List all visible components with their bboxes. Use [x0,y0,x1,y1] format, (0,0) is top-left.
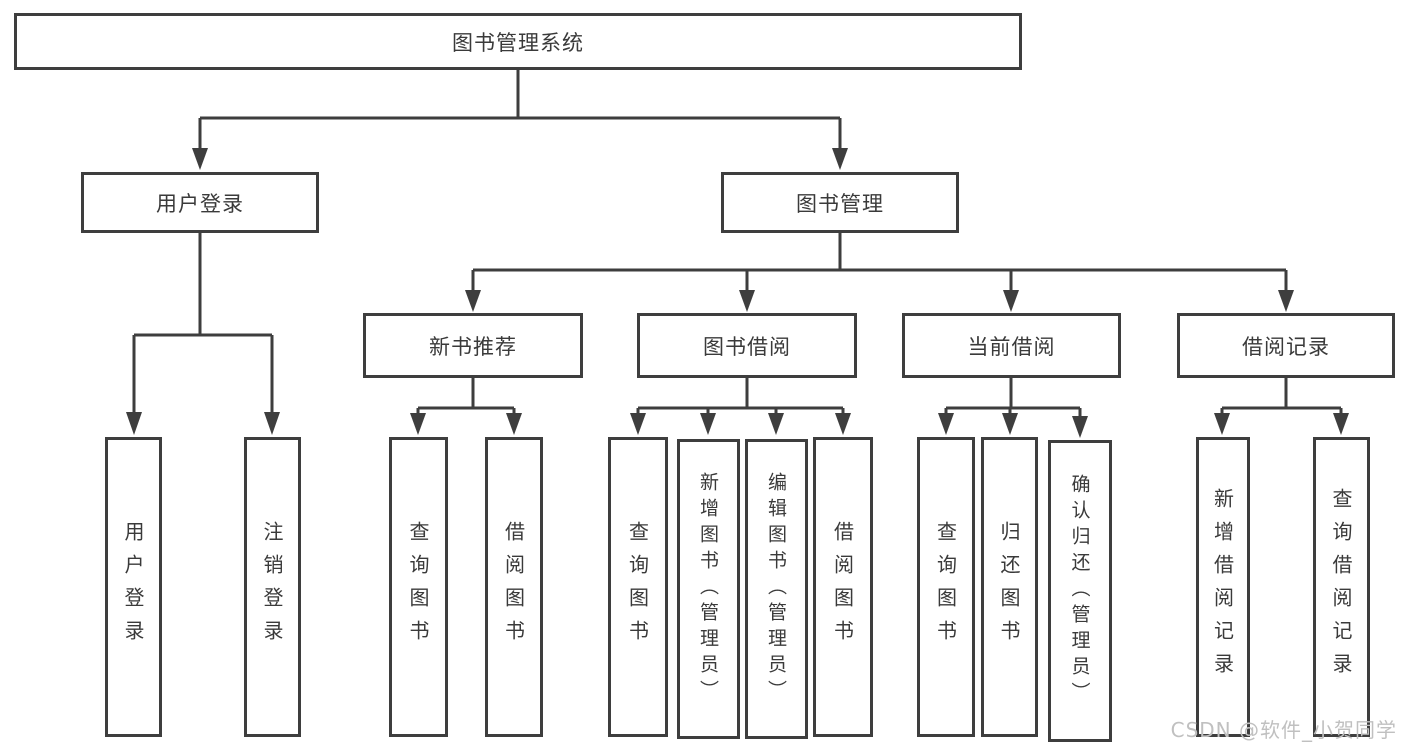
csdn-watermark: CSDN @软件_小贺同学 [1170,718,1397,742]
connector-borrowing-records-to-leaves [1214,378,1349,435]
leaf-query-books-recommend: 查询图书 [389,437,448,737]
node-new-book-recommend: 新书推荐 [363,313,583,378]
leaf-query-books-borrowing: 查询图书 [608,437,668,737]
leaf-confirm-return-admin: 确认归还（管理员） [1048,440,1112,742]
node-user-login: 用户登录 [81,172,319,233]
leaf-logout: 注销登录 [244,437,301,737]
leaf-borrow-books: 借阅图书 [813,437,873,737]
leaf-add-borrow-record: 新增借阅记录 [1196,437,1250,737]
leaf-query-books-current: 查询图书 [917,437,975,737]
connector-new-book-recommend-to-leaves [410,378,522,435]
connector-current-borrowing-to-leaves [938,378,1088,438]
node-borrowing-records: 借阅记录 [1177,313,1395,378]
leaf-edit-books-admin: 编辑图书（管理员） [745,439,808,739]
node-library-management-system: 图书管理系统 [14,13,1022,70]
node-current-borrowing: 当前借阅 [902,313,1121,378]
connector-book-borrowing-to-leaves [630,378,851,435]
leaf-return-books: 归还图书 [981,437,1038,737]
leaf-query-borrow-record: 查询借阅记录 [1313,437,1370,737]
leaf-add-books-admin: 新增图书（管理员） [677,439,740,739]
node-book-management: 图书管理 [721,172,959,233]
connector-root-to-level2 [192,70,848,170]
connector-book-management-to-level3 [465,233,1294,312]
leaf-borrow-books-recommend: 借阅图书 [485,437,543,737]
node-book-borrowing: 图书借阅 [637,313,857,378]
connector-user-login-to-leaves [126,233,280,435]
leaf-user-login: 用户登录 [105,437,162,737]
